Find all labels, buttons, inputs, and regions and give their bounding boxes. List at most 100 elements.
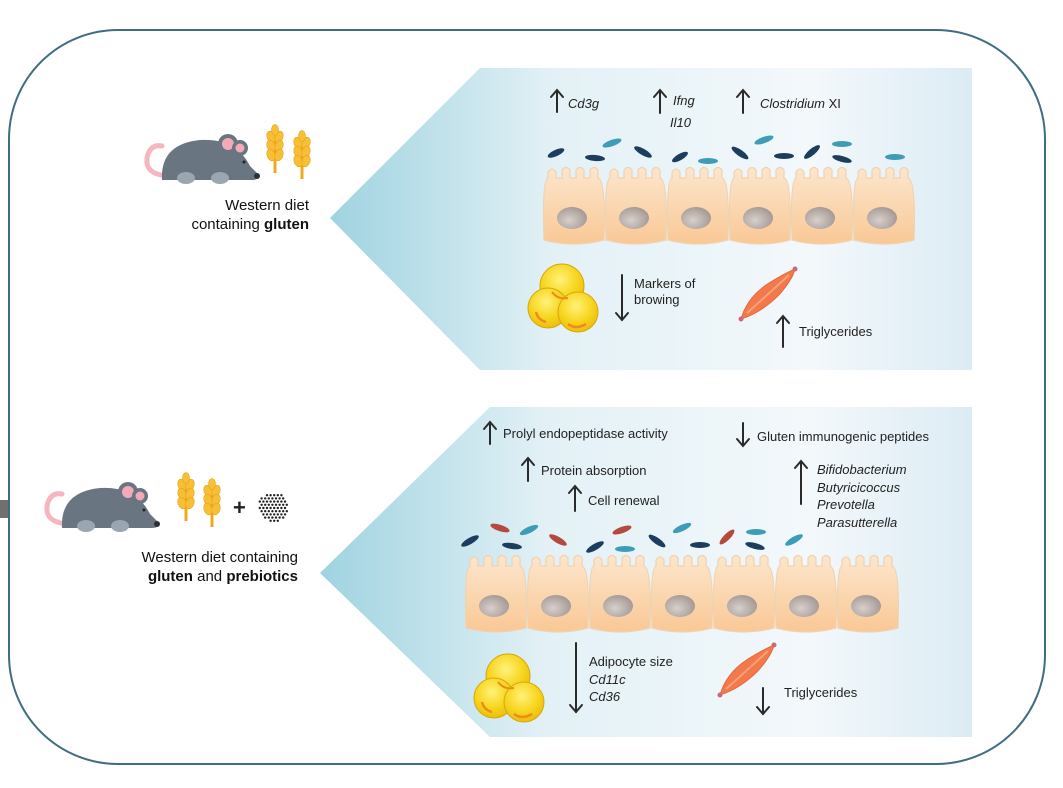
prebiotic-dot	[267, 503, 270, 506]
bacteria-item: Bifidobacterium	[817, 462, 907, 477]
label-cd3g: Cd3g	[568, 96, 600, 111]
prebiotic-dot	[265, 494, 269, 497]
prebiotic-dot	[274, 510, 278, 513]
prebiotic-dot	[269, 513, 272, 516]
label-triglycerides-up: Triglycerides	[799, 324, 873, 339]
bacterium	[549, 534, 567, 546]
top-condition-caption: Western diet containing gluten	[191, 196, 309, 234]
bacterium	[586, 541, 604, 553]
resize-handle[interactable]	[0, 500, 8, 518]
prebiotic-dot	[273, 519, 276, 522]
prebiotic-dot	[282, 497, 285, 500]
bacteria-item: Prevotella	[817, 497, 875, 512]
arrow-up-icon	[776, 314, 790, 348]
bacterium	[785, 534, 803, 546]
bacterium	[832, 141, 852, 147]
prebiotic-dot	[260, 497, 263, 500]
prebiotic-dot	[264, 510, 267, 513]
figure-frame	[8, 29, 1046, 765]
arrow-up-icon	[736, 88, 750, 114]
prebiotic-dot	[258, 500, 261, 503]
bacterium	[602, 138, 622, 148]
arrow-up-icon	[568, 484, 582, 512]
arrow-up-icon	[653, 88, 667, 114]
prebiotic-dot	[260, 503, 263, 506]
prebiotic-dot	[264, 516, 267, 519]
bacterium	[832, 155, 852, 163]
label-triglycerides-down: Triglycerides	[784, 685, 858, 700]
arrow-down-icon	[569, 642, 583, 714]
prebiotic-dot	[273, 513, 276, 516]
bacterium	[615, 546, 635, 552]
bacteria-item: Butyricicoccus	[817, 479, 901, 495]
bacterium	[885, 154, 905, 160]
prebiotic-dot	[269, 519, 272, 522]
bacterium	[804, 145, 820, 159]
prebiotic-dot	[282, 510, 285, 513]
arrow-up-icon	[521, 456, 535, 482]
top-bacteria	[547, 135, 905, 164]
prebiotic-dot	[280, 500, 283, 503]
prebiotic-dot	[282, 516, 285, 519]
prebiotic-dot	[262, 500, 265, 503]
bottom-bacteria	[461, 522, 803, 553]
prebiotic-dot	[276, 513, 279, 516]
prebiotic-dot	[273, 500, 276, 503]
prebiotic-dot	[282, 503, 285, 506]
prebiotic-dot	[276, 506, 279, 510]
prebiotic-dot	[285, 510, 288, 513]
prebiotic-dot	[274, 516, 278, 519]
arrow-up-icon	[794, 459, 808, 505]
bacterium	[746, 529, 766, 535]
wheat-icon	[290, 129, 314, 181]
prebiotic-dot	[267, 497, 270, 500]
prebiotic-dot	[283, 506, 287, 510]
prebiotic-dot	[274, 503, 278, 506]
arrow-up-icon	[550, 88, 564, 113]
mouse-icon	[147, 134, 260, 184]
prebiotic-dot	[271, 503, 274, 506]
top-condition-line1: Western diet	[225, 197, 309, 214]
prebiotic-dot	[269, 506, 272, 510]
prebiotic-dot	[280, 513, 283, 516]
bacterium	[612, 525, 632, 535]
arrow-up-icon	[483, 420, 497, 445]
prebiotic-dot	[283, 513, 287, 516]
bacterium	[648, 534, 666, 548]
bacterium	[461, 535, 479, 547]
bacterium	[585, 154, 605, 162]
bottom-condition-line2: gluten and prebiotics	[147, 568, 298, 585]
prebiotic-dot	[276, 500, 279, 503]
bacterium	[519, 524, 539, 536]
label-protein-absorption: Protein absorption	[541, 463, 647, 478]
arrow-down-icon	[756, 687, 770, 716]
bacterium	[502, 542, 522, 550]
prebiotic-dot	[265, 506, 269, 510]
mouse-icon	[47, 482, 160, 532]
bacterium	[774, 153, 794, 159]
wheat-icon	[263, 123, 287, 175]
gluten-bold: gluten	[264, 216, 309, 233]
arrows	[483, 88, 808, 716]
arrow-down-icon	[615, 274, 629, 322]
prebiotic-dot	[285, 503, 288, 506]
bacterium	[490, 523, 510, 533]
prebiotic-dot	[265, 513, 269, 516]
bacterium	[698, 158, 718, 164]
bottom-panel	[47, 407, 972, 737]
prebiotic-dot	[278, 497, 281, 500]
label-prolyl: Prolyl endopeptidase activity	[503, 426, 668, 441]
prebiotic-dot	[280, 494, 283, 497]
prebiotic-dot	[278, 516, 281, 519]
prebiotic-dot	[265, 500, 269, 503]
prebiotic-dot	[271, 516, 274, 519]
label-gluten-peptides: Gluten immunogenic peptides	[757, 429, 929, 444]
bacterium	[634, 146, 652, 158]
prebiotic-dot	[269, 494, 272, 497]
prebiotic-dot	[271, 497, 274, 500]
prebiotic-dot	[278, 510, 281, 513]
prebiotic-dot	[269, 500, 272, 503]
bacterium	[547, 148, 565, 158]
bacterium	[690, 542, 710, 548]
